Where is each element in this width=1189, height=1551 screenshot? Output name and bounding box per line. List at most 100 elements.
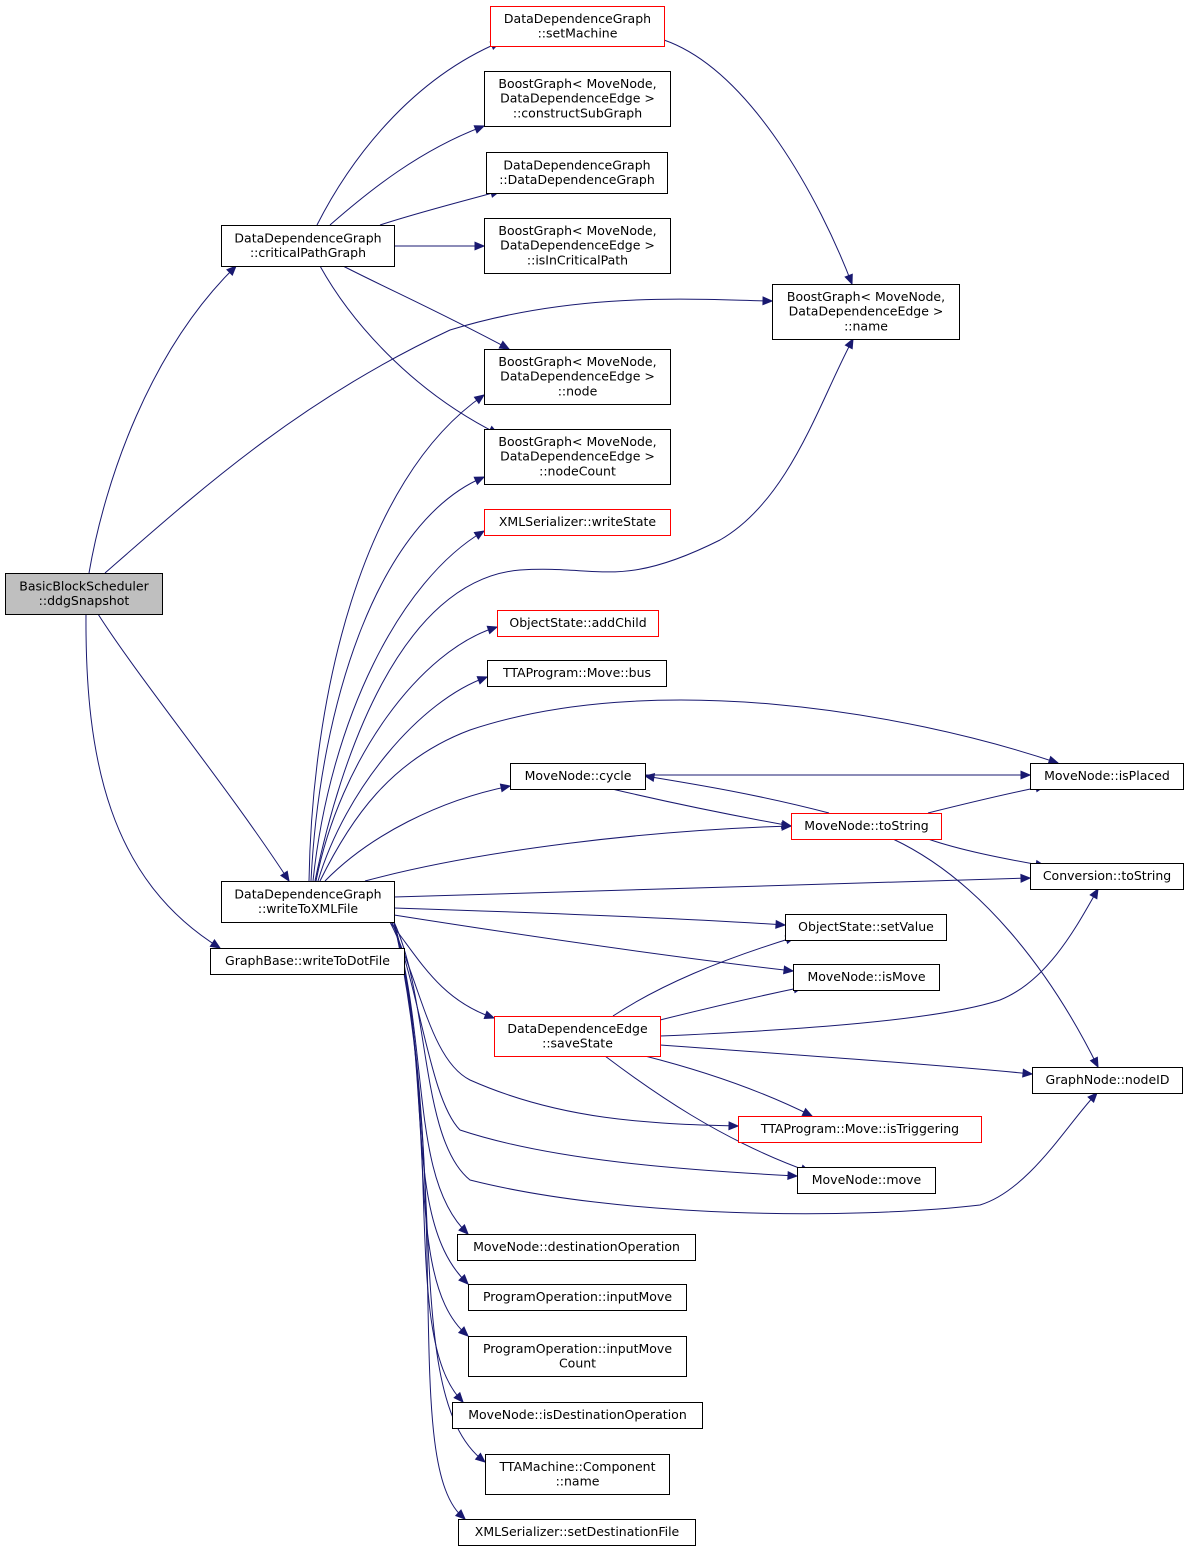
edge-writeToXMLFile-to-compName-arrowhead (474, 1452, 486, 1463)
edge-writeToXMLFile-to-setDestFile (393, 921, 466, 1520)
node-box (484, 71, 671, 127)
node-setDestFile[interactable]: XMLSerializer::setDestinationFile (458, 1519, 696, 1546)
node-setMachine[interactable]: DataDependenceGraph::setMachine (490, 6, 665, 47)
node-label: TTAProgram::Move::isTriggering (760, 1121, 959, 1136)
node-label: ::isInCriticalPath (527, 252, 628, 267)
node-label: MoveNode::cycle (525, 768, 632, 783)
edge-writeToXMLFile-to-moveBus (317, 676, 488, 882)
edge-writeToXMLFile-to-bgNodeCount (310, 476, 485, 882)
node-box (738, 1116, 982, 1143)
node-convToString[interactable]: Conversion::toString (1030, 863, 1184, 890)
node-label: MoveNode::isPlaced (1044, 768, 1170, 783)
node-writeState[interactable]: XMLSerializer::writeState (484, 509, 671, 536)
node-box (221, 225, 395, 267)
node-label: ::ddgSnapshot (39, 593, 130, 608)
node-mnToString[interactable]: MoveNode::toString (791, 813, 942, 840)
edge-writeToXMLFile-to-bgNode (308, 394, 485, 882)
node-isDestOp[interactable]: MoveNode::isDestinationOperation (452, 1402, 703, 1429)
edge-saveState-to-convToString (659, 888, 1099, 1037)
node-label: GraphNode::nodeID (1046, 1072, 1170, 1087)
node-box (1032, 1067, 1183, 1094)
edge-saveState-to-isMove (659, 986, 804, 1021)
node-bgNode[interactable]: BoostGraph< MoveNode,DataDependenceEdge … (484, 349, 671, 405)
node-box (484, 218, 671, 274)
node-saveState[interactable]: DataDependenceEdge::saveState (494, 1016, 661, 1057)
node-isPlaced[interactable]: MoveNode::isPlaced (1030, 763, 1184, 790)
node-label: DataDependenceGraph (504, 11, 651, 26)
node-cycle[interactable]: MoveNode::cycle (510, 763, 646, 790)
node-writeToXMLFile[interactable]: DataDependenceGraph::writeToXMLFile (221, 881, 395, 923)
node-box (797, 1167, 936, 1194)
edge-root-to-writeToXMLFile (97, 613, 290, 882)
node-label: DataDependenceEdge > (789, 304, 944, 319)
edge-writeToXMLFile-to-isTriggering (389, 921, 739, 1127)
node-label: TTAProgram::Move::bus (502, 665, 651, 680)
edge-criticalPathGraph-to-ddgCtor (379, 190, 501, 226)
edge-writeToXMLFile-to-isPlaced-arrowhead (1047, 755, 1060, 765)
edge-writeToXMLFile-to-cycle-arrowhead (499, 783, 512, 793)
edge-saveState-to-isTriggering (644, 1055, 813, 1117)
edge-setMachine-to-bgName (663, 39, 853, 285)
node-label: ::name (556, 1473, 600, 1488)
edge-writeToXMLFile-to-mnToString (364, 825, 792, 882)
node-setValue[interactable]: ObjectState::setValue (785, 914, 947, 941)
node-mnMove[interactable]: MoveNode::move (797, 1167, 936, 1194)
node-label: XMLSerializer::setDestinationFile (475, 1524, 680, 1539)
node-box (785, 914, 947, 941)
edge-criticalPathGraph-to-constructSubGraph-arrowhead (473, 125, 486, 134)
node-label: TTAMachine::Component (499, 1459, 656, 1474)
edge-writeToXMLFile-to-saveState-arrowhead (483, 1010, 496, 1020)
node-label: BoostGraph< MoveNode, (498, 434, 656, 449)
edge-writeToXMLFile-to-bgNode-arrowhead (473, 394, 486, 405)
node-compName[interactable]: TTAMachine::Component::name (485, 1454, 670, 1495)
edge-writeToXMLFile-to-convToString (393, 877, 1031, 898)
node-label: BasicBlockScheduler (19, 578, 149, 593)
edge-writeToXMLFile-to-moveBus-arrowhead (476, 676, 489, 685)
edge-mnToString-to-convToString (927, 838, 1046, 867)
node-bgName[interactable]: BoostGraph< MoveNode,DataDependenceEdge … (772, 284, 960, 340)
node-label: DataDependenceEdge > (500, 449, 655, 464)
node-label: MoveNode::toString (804, 818, 928, 833)
edge-writeToXMLFile-to-compName (393, 921, 486, 1463)
node-box (468, 1336, 687, 1377)
node-addChild[interactable]: ObjectState::addChild (497, 610, 659, 637)
node-label: ::setMachine (538, 25, 618, 40)
edge-writeToXMLFile-to-inputMoveCount-arrowhead (457, 1326, 469, 1337)
node-box (457, 1234, 696, 1261)
node-box (1030, 863, 1184, 890)
node-label: ObjectState::addChild (509, 615, 646, 630)
node-label: Conversion::toString (1043, 868, 1171, 883)
node-root[interactable]: BasicBlockScheduler::ddgSnapshot (5, 573, 163, 615)
edge-mnToString-to-cycle-arrowhead (643, 773, 656, 783)
node-box (484, 429, 671, 485)
edge-setMachine-to-bgName-arrowhead (844, 273, 853, 286)
node-bgNodeCount[interactable]: BoostGraph< MoveNode,DataDependenceEdge … (484, 429, 671, 485)
node-destOp[interactable]: MoveNode::destinationOperation (457, 1234, 696, 1261)
node-nodeID[interactable]: GraphNode::nodeID (1032, 1067, 1183, 1094)
node-isMove[interactable]: MoveNode::isMove (793, 964, 940, 991)
node-writeToDotFile[interactable]: GraphBase::writeToDotFile (210, 948, 405, 975)
node-criticalPathGraph[interactable]: DataDependenceGraph::criticalPathGraph (221, 225, 395, 267)
node-constructSubGraph[interactable]: BoostGraph< MoveNode,DataDependenceEdge … (484, 71, 671, 127)
edge-writeToXMLFile-to-nodeID-arrowhead (1087, 1092, 1098, 1104)
node-isTriggering[interactable]: TTAProgram::Move::isTriggering (738, 1116, 982, 1143)
node-moveBus[interactable]: TTAProgram::Move::bus (487, 660, 667, 687)
edge-root-to-bgName-arrowhead (762, 296, 774, 306)
edge-root-to-writeToXMLFile-arrowhead (279, 870, 290, 883)
node-box (494, 1016, 661, 1057)
node-isInCriticalPath[interactable]: BoostGraph< MoveNode,DataDependenceEdge … (484, 218, 671, 274)
edge-saveState-to-convToString-arrowhead (1089, 887, 1099, 900)
node-label: BoostGraph< MoveNode, (787, 289, 945, 304)
node-label: DataDependenceEdge > (500, 91, 655, 106)
node-ddgCtor[interactable]: DataDependenceGraph::DataDependenceGraph (486, 152, 668, 194)
edge-root-to-writeToDotFile-arrowhead (209, 939, 222, 949)
edge-root-to-writeToDotFile (85, 613, 221, 949)
node-label: DataDependenceEdge (507, 1021, 648, 1036)
edge-writeToXMLFile-to-writeState-arrowhead (473, 530, 486, 540)
node-inputMove[interactable]: ProgramOperation::inputMove (468, 1284, 687, 1311)
node-label: ProgramOperation::inputMove (483, 1289, 672, 1304)
node-box (497, 610, 659, 637)
edge-criticalPathGraph-to-isInCriticalPath-arrowhead (474, 241, 486, 251)
edge-writeToXMLFile-to-isMove (393, 914, 794, 972)
